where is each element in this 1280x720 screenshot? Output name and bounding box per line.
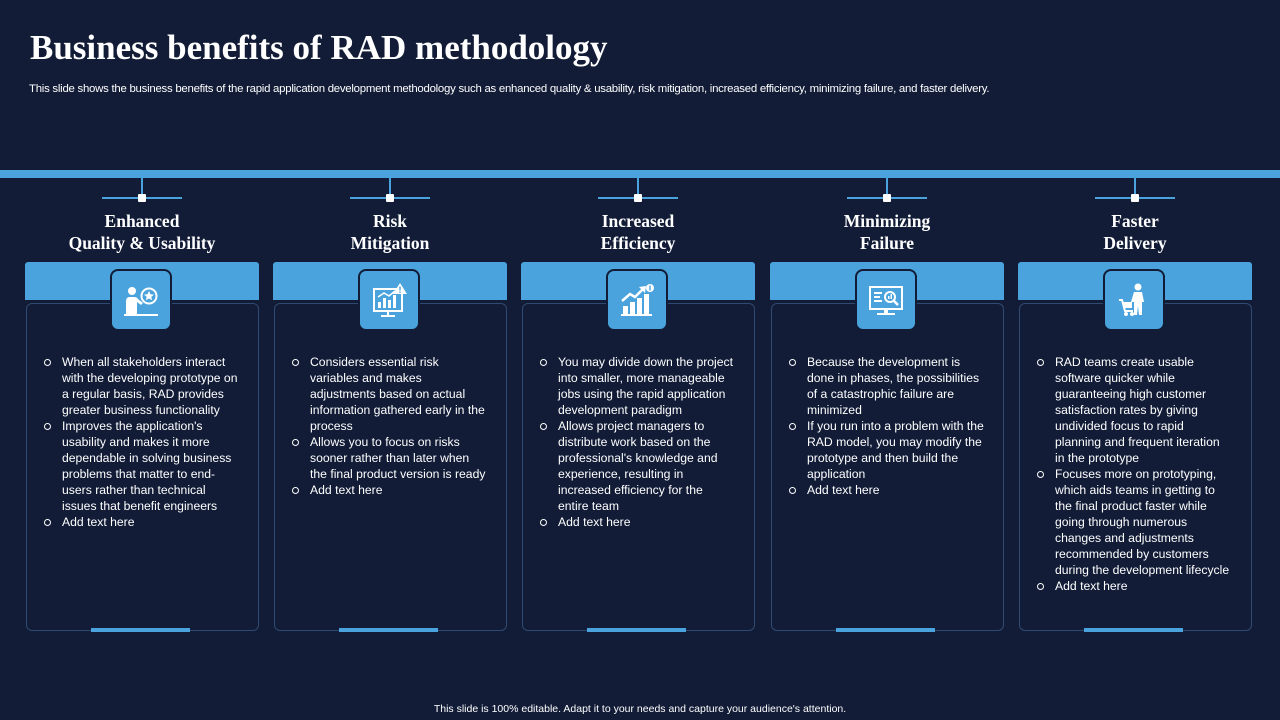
- bullet-item: Add text here: [1036, 578, 1232, 594]
- benefit-column-quality: Enhanced Quality & Usability When all st…: [25, 178, 259, 634]
- benefit-card: [26, 303, 259, 631]
- connector-line: [1134, 178, 1136, 197]
- benefit-column-risk: Risk Mitigation Considers essential risk…: [273, 178, 507, 634]
- bullet-item: Allows you to focus on risks sooner rath…: [291, 434, 487, 482]
- bullet-item: Because the development is done in phase…: [788, 354, 984, 418]
- benefit-card: [1019, 303, 1252, 631]
- monitor-analysis-icon: [857, 271, 915, 329]
- slide-title: Business benefits of RAD methodology: [30, 28, 608, 67]
- slide-subtitle: This slide shows the business benefits o…: [29, 83, 990, 95]
- benefit-heading-line2: Efficiency: [600, 233, 676, 253]
- bullet-item: When all stakeholders interact with the …: [43, 354, 239, 418]
- icon-frame: [855, 269, 917, 331]
- benefit-heading: Enhanced Quality & Usability: [25, 210, 259, 254]
- benefit-heading: Increased Efficiency: [521, 210, 755, 254]
- presenter-quality-icon: [112, 271, 170, 329]
- benefit-heading-line1: Enhanced: [104, 211, 180, 231]
- benefit-heading: Risk Mitigation: [273, 210, 507, 254]
- card-footer-bar: [836, 628, 935, 632]
- bullet-item: Considers essential risk variables and m…: [291, 354, 487, 434]
- benefit-heading-line2: Failure: [859, 233, 915, 253]
- benefit-column-delivery: Faster Delivery RAD teams create usable …: [1018, 178, 1252, 634]
- card-footer-bar: [91, 628, 190, 632]
- benefit-heading-line1: Increased: [601, 211, 675, 231]
- benefit-heading-line2: Delivery: [1103, 233, 1167, 253]
- delivery-cart-icon: [1105, 271, 1163, 329]
- connector-node: [883, 194, 891, 202]
- connector-node: [386, 194, 394, 202]
- benefit-heading-line1: Risk: [372, 211, 408, 231]
- bullet-item: Allows project managers to distribute wo…: [539, 418, 735, 514]
- benefit-bullet-list: Considers essential risk variables and m…: [291, 354, 487, 498]
- benefit-column-efficiency: Increased Efficiency You may divide down…: [521, 178, 755, 634]
- bullet-item: If you run into a problem with the RAD m…: [788, 418, 984, 482]
- benefit-bullet-list: Because the development is done in phase…: [788, 354, 984, 498]
- icon-frame: [110, 269, 172, 331]
- bullet-item: Improves the application's usability and…: [43, 418, 239, 514]
- benefit-bullet-list: RAD teams create usable software quicker…: [1036, 354, 1232, 594]
- card-footer-bar: [339, 628, 438, 632]
- bullet-item: Add text here: [43, 514, 239, 530]
- connector-node: [634, 194, 642, 202]
- growth-chart-icon: [608, 271, 666, 329]
- icon-frame: [606, 269, 668, 331]
- bullet-item: You may divide down the project into sma…: [539, 354, 735, 418]
- bullet-item: Add text here: [788, 482, 984, 498]
- benefit-heading: Minimizing Failure: [770, 210, 1004, 254]
- benefit-heading-line1: Faster: [1111, 211, 1159, 231]
- connector-line: [141, 178, 143, 197]
- connector-line: [389, 178, 391, 197]
- benefit-heading-line2: Mitigation: [350, 233, 430, 253]
- benefit-heading-line1: Minimizing: [843, 211, 931, 231]
- icon-frame: [1103, 269, 1165, 331]
- benefit-card: [522, 303, 755, 631]
- icon-frame: [358, 269, 420, 331]
- benefit-bullet-list: When all stakeholders interact with the …: [43, 354, 239, 530]
- benefit-column-failure: Minimizing Failure Because the developme…: [770, 178, 1004, 634]
- benefit-card: [274, 303, 507, 631]
- bullet-item: RAD teams create usable software quicker…: [1036, 354, 1232, 466]
- benefit-card: [771, 303, 1004, 631]
- connector-node: [138, 194, 146, 202]
- benefit-bullet-list: You may divide down the project into sma…: [539, 354, 735, 530]
- connector-line: [637, 178, 639, 197]
- bullet-item: Add text here: [291, 482, 487, 498]
- bullet-item: Focuses more on prototyping, which aids …: [1036, 466, 1232, 578]
- card-footer-bar: [587, 628, 686, 632]
- benefit-heading-line2: Quality & Usability: [68, 233, 216, 253]
- card-footer-bar: [1084, 628, 1183, 632]
- benefit-heading: Faster Delivery: [1018, 210, 1252, 254]
- connector-node: [1131, 194, 1139, 202]
- risk-chart-icon: [360, 271, 418, 329]
- connector-line: [886, 178, 888, 197]
- bullet-item: Add text here: [539, 514, 735, 530]
- slide-footer: This slide is 100% editable. Adapt it to…: [433, 703, 847, 715]
- top-accent-bar: [0, 170, 1280, 178]
